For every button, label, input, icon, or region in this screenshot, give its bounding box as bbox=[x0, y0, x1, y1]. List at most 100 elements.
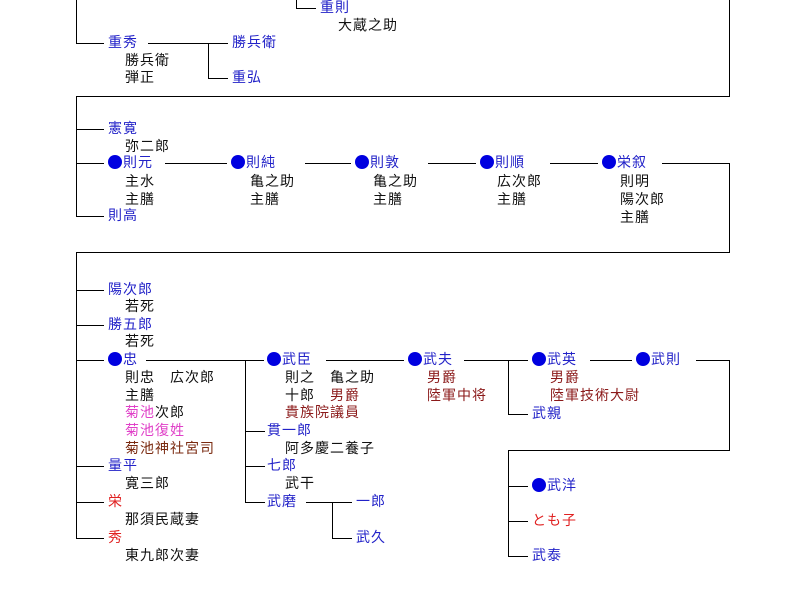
name-text: 則順 bbox=[495, 155, 525, 171]
person-note: 主膳 bbox=[250, 192, 280, 208]
person-note: 主水 bbox=[125, 174, 155, 190]
person-name: 武泰 bbox=[532, 548, 562, 564]
connector bbox=[729, 0, 730, 96]
connector bbox=[148, 43, 228, 44]
connector bbox=[296, 0, 297, 8]
connector bbox=[332, 538, 352, 539]
connector bbox=[76, 502, 104, 503]
person-note: 主膳 bbox=[125, 388, 155, 404]
name-text: 武則 bbox=[651, 352, 681, 368]
connector bbox=[146, 360, 264, 361]
person-note: 勝兵衛 bbox=[125, 53, 170, 69]
connector bbox=[550, 163, 598, 164]
connector bbox=[729, 360, 730, 450]
person-name: 勝五郎 bbox=[108, 317, 153, 333]
connector bbox=[508, 521, 528, 522]
person-note: 大蔵之助 bbox=[338, 18, 398, 34]
heir-dot-icon bbox=[532, 352, 546, 366]
connector bbox=[76, 252, 77, 538]
person-note: 菊池復姓 bbox=[125, 423, 185, 439]
heir-dot-icon bbox=[480, 155, 494, 169]
person-note: 亀之助 bbox=[250, 174, 295, 190]
connector bbox=[508, 360, 509, 414]
person-note: 主膳 bbox=[125, 192, 155, 208]
connector bbox=[508, 556, 528, 557]
person-note: 則明 bbox=[620, 174, 650, 190]
name-text: 武洋 bbox=[547, 478, 577, 494]
connector bbox=[508, 450, 730, 451]
name-text: 忠 bbox=[123, 352, 138, 368]
person-name: 則高 bbox=[108, 208, 138, 224]
connector bbox=[696, 360, 730, 361]
person-name: 武親 bbox=[532, 406, 562, 422]
person-note: 菊池次郎 bbox=[125, 405, 185, 421]
person-name: 憲寛 bbox=[108, 121, 138, 137]
name-text: 則元 bbox=[123, 155, 153, 171]
kikuchi-text: 菊池 bbox=[125, 405, 155, 421]
person-name: 勝兵衛 bbox=[232, 35, 277, 51]
heir-dot-icon bbox=[408, 352, 422, 366]
person-note: 貴族院議員 bbox=[285, 405, 360, 421]
person-note: 則之 亀之助 bbox=[285, 370, 375, 386]
person-name: 武久 bbox=[356, 530, 386, 546]
person-note: 若死 bbox=[125, 299, 155, 315]
person-name: 忠 bbox=[108, 352, 138, 368]
person-name: 栄叙 bbox=[602, 155, 647, 171]
connector bbox=[245, 466, 265, 467]
connector bbox=[662, 163, 730, 164]
person-name: 則純 bbox=[231, 155, 276, 171]
connector bbox=[76, 163, 104, 164]
name-text: 則純 bbox=[246, 155, 276, 171]
name-text: 則敦 bbox=[370, 155, 400, 171]
person-note: 広次郎 bbox=[497, 174, 542, 190]
connector bbox=[729, 163, 730, 252]
person-name: 武洋 bbox=[532, 478, 577, 494]
person-name: 栄 bbox=[108, 494, 123, 510]
connector bbox=[76, 96, 730, 97]
connector bbox=[245, 502, 265, 503]
connector bbox=[76, 325, 104, 326]
person-name: 則順 bbox=[480, 155, 525, 171]
connector bbox=[306, 502, 352, 503]
person-note: 陽次郎 bbox=[620, 192, 665, 208]
person-name: 武則 bbox=[636, 352, 681, 368]
person-name: 七郎 bbox=[267, 458, 297, 474]
person-note: 菊池神社宮司 bbox=[125, 441, 215, 457]
connector bbox=[76, 466, 104, 467]
person-note: 那須民蔵妻 bbox=[125, 512, 200, 528]
person-note: 陸軍中将 bbox=[427, 388, 487, 404]
person-note: 主膳 bbox=[373, 192, 403, 208]
name-text: 武英 bbox=[547, 352, 577, 368]
person-note: 弾正 bbox=[125, 70, 155, 86]
person-note: 男爵 bbox=[427, 370, 457, 386]
heir-dot-icon bbox=[602, 155, 616, 169]
name-text: 武臣 bbox=[282, 352, 312, 368]
connector bbox=[76, 290, 104, 291]
heir-dot-icon bbox=[231, 155, 245, 169]
connector bbox=[76, 538, 104, 539]
heir-dot-icon bbox=[355, 155, 369, 169]
connector bbox=[305, 163, 351, 164]
person-note: 主膳 bbox=[497, 192, 527, 208]
name-text: 武夫 bbox=[423, 352, 453, 368]
connector bbox=[590, 360, 632, 361]
person-note: 則忠 広次郎 bbox=[125, 370, 215, 386]
heir-dot-icon bbox=[267, 352, 281, 366]
connector bbox=[208, 78, 228, 79]
person-note: 亀之助 bbox=[373, 174, 418, 190]
connector bbox=[76, 216, 104, 217]
connector bbox=[76, 252, 730, 253]
connector bbox=[508, 450, 509, 556]
person-note: 十郎 男爵 bbox=[285, 388, 360, 404]
name-text: 栄叙 bbox=[617, 155, 647, 171]
connector bbox=[464, 360, 528, 361]
title-text: 男爵 bbox=[330, 388, 360, 404]
person-note: 男爵 bbox=[550, 370, 580, 386]
connector bbox=[245, 431, 265, 432]
connector bbox=[76, 129, 104, 130]
person-note: 阿多慶二養子 bbox=[285, 441, 375, 457]
person-name: 武英 bbox=[532, 352, 577, 368]
connector bbox=[208, 43, 209, 78]
connector bbox=[76, 96, 77, 216]
person-note: 弥二郎 bbox=[125, 139, 170, 155]
